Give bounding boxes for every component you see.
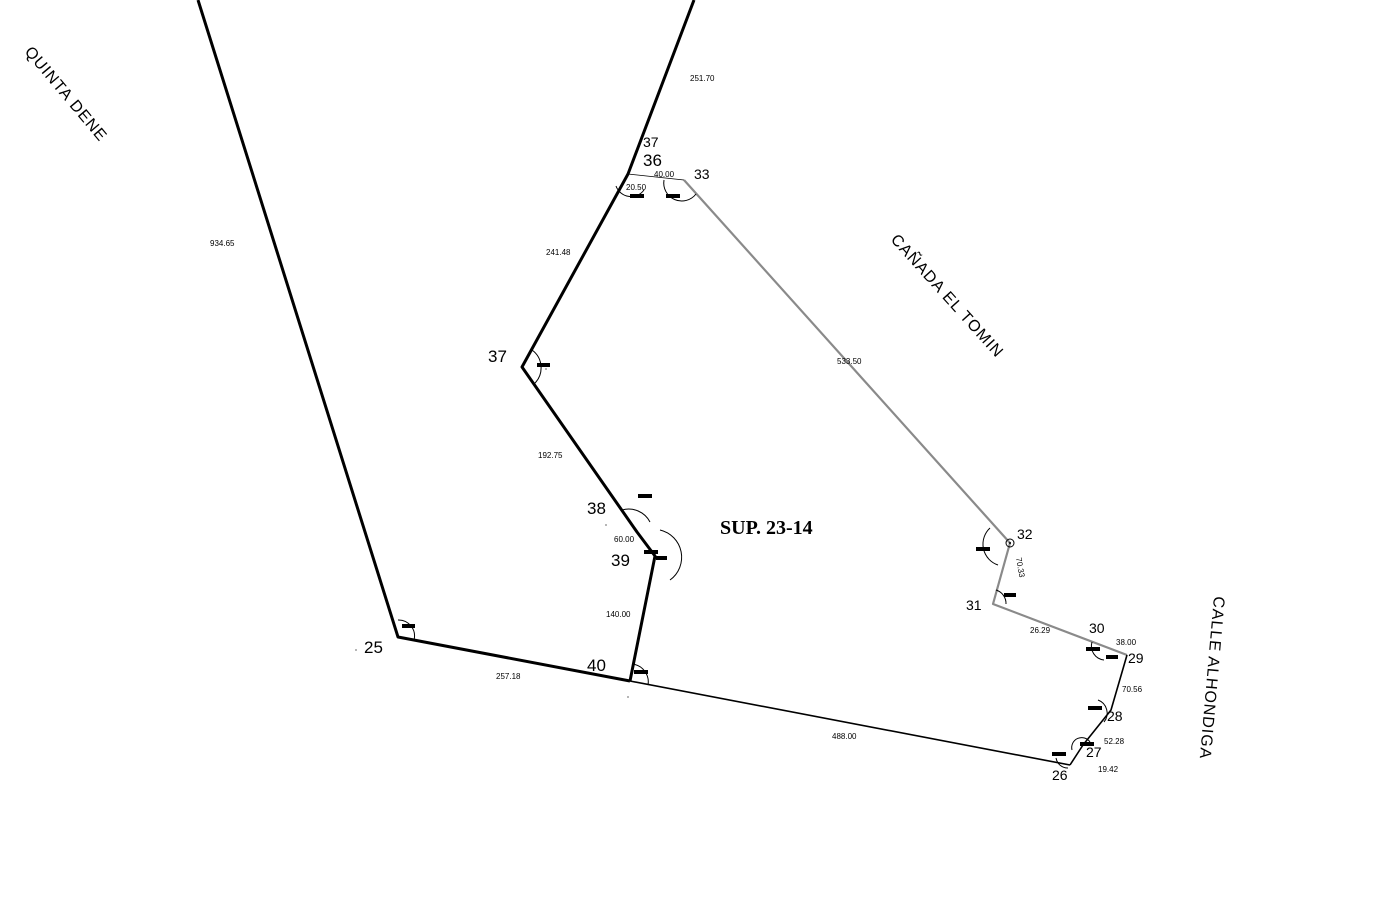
- vertex-label-40: 40: [587, 656, 606, 675]
- angle-arc-28: [1097, 699, 1108, 723]
- vertex-label-33: 33: [694, 166, 710, 182]
- angle-arc-32: [982, 527, 999, 566]
- vertex-label-38: 38: [587, 499, 606, 518]
- distance-label-20-50: 20.50: [626, 183, 647, 192]
- distance-label-488-00: 488.00: [832, 732, 857, 741]
- angle-tag-27: [1080, 742, 1094, 746]
- distance-label-140-00: 140.00: [606, 610, 631, 619]
- angle-tag-30: [1086, 647, 1100, 651]
- distance-label-26-29: 26.29: [1030, 626, 1051, 635]
- angle-arc-27: [1071, 737, 1091, 751]
- distance-label-934-65: 934.65: [210, 239, 235, 248]
- angle-tag-38: [638, 494, 652, 498]
- vertex-label-39: 39: [611, 551, 630, 570]
- angle-arc-29: [1090, 641, 1105, 661]
- angle-tag-25: [402, 624, 415, 628]
- angle-arc-31: [995, 589, 1007, 605]
- angle-tag-36: [630, 194, 644, 198]
- boundary-calle-alhondiga: [1069, 654, 1128, 766]
- distance-label-257-18: 257.18: [496, 672, 521, 681]
- distance-label-533-50: 533.50: [837, 357, 862, 366]
- distance-label-60-00: 60.00: [614, 535, 635, 544]
- distance-label-251-70: 251.70: [690, 74, 715, 83]
- angle-tag-29: [1106, 655, 1118, 659]
- angle-tag-31: [1004, 593, 1016, 597]
- distance-label-70-56: 70.56: [1122, 685, 1143, 694]
- vertex-label-25: 25: [364, 638, 383, 657]
- angle-arc-36: [615, 185, 645, 198]
- distance-label-241-48: 241.48: [546, 248, 571, 257]
- tick-dot-1: [355, 649, 357, 651]
- street-label-quinta-dene: QUINTA DENE: [21, 44, 110, 146]
- plan-title: SUP. 23-14: [720, 517, 813, 539]
- angle-arc-38: [621, 508, 651, 523]
- vertex-marker-32: [1005, 538, 1015, 548]
- boundary-south: [629, 680, 1071, 766]
- vertex-label-28: 28: [1107, 708, 1123, 724]
- distance-label-70-33: 70.33: [1014, 557, 1026, 579]
- angle-tag-40: [634, 670, 648, 674]
- vertex-label-30: 30: [1089, 620, 1105, 636]
- distance-label-52-28: 52.28: [1104, 737, 1125, 746]
- angle-tag-26: [1052, 752, 1066, 756]
- vertex-label-26: 26: [1052, 767, 1068, 783]
- vertex-label-32: 32: [1017, 526, 1033, 542]
- street-label-canada-el-tomin: CAÑADA EL TOMIN: [887, 229, 1009, 361]
- angle-tag-32: [976, 547, 990, 551]
- boundary-segment-36-33: [627, 173, 685, 181]
- vertex-label-37: 37: [488, 347, 507, 366]
- distance-label-192-75: 192.75: [538, 451, 563, 460]
- angle-tag-37: [537, 363, 550, 367]
- street-label-calle-alhondiga: CALLE ALHONDIGA: [1196, 596, 1227, 760]
- angle-arc-26: [1055, 757, 1069, 769]
- boundary-west: [196, 0, 631, 683]
- distance-label-38-00: 38.00: [1116, 638, 1137, 647]
- vertex-label-27: 27: [1086, 744, 1102, 760]
- tick-dot-4: [545, 368, 547, 370]
- vertex-label-37-top: 37: [643, 134, 659, 150]
- vertex-label-36: 36: [643, 151, 662, 170]
- angle-tag-33: [666, 194, 680, 198]
- boundary-inner-parcel: [520, 0, 696, 682]
- distance-label-40-00: 40.00: [654, 170, 675, 179]
- angle-arc-39: [659, 529, 683, 581]
- angle-tag-39a: [644, 550, 658, 554]
- angle-tag-39b: [656, 556, 667, 560]
- distance-label-19-42: 19.42: [1098, 765, 1119, 774]
- vertex-dot-32: [1009, 542, 1011, 544]
- boundary-canada-el-tomin: [683, 179, 1128, 657]
- tick-dot-2: [627, 696, 629, 698]
- angle-tag-28: [1088, 706, 1102, 710]
- angle-arc-33: [663, 179, 697, 202]
- tick-dot-3: [605, 524, 607, 526]
- vertex-label-31: 31: [966, 597, 982, 613]
- vertex-label-29: 29: [1128, 650, 1144, 666]
